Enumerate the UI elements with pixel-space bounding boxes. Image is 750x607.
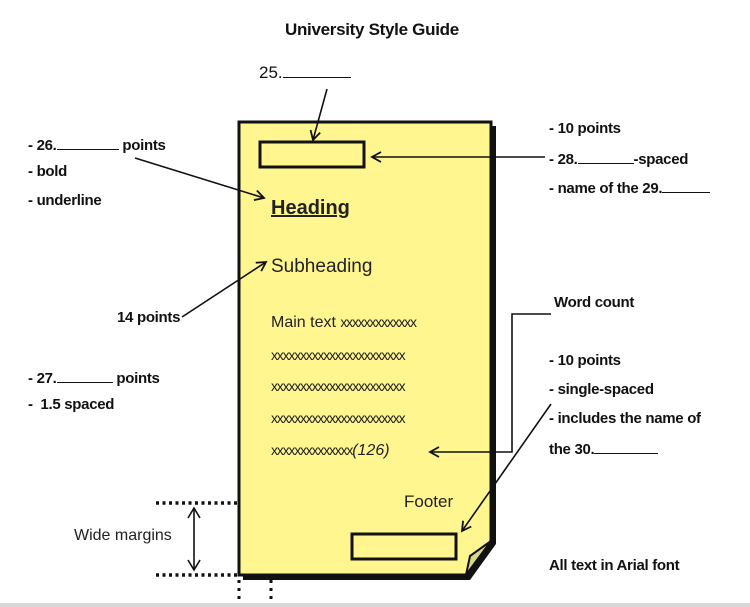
page-word-count: (126) [352,442,390,459]
answer-blank-29[interactable] [662,178,711,193]
body-note-size: - 27. points [28,368,160,387]
footer-note-size: - 10 points [549,352,621,369]
answer-blank-27[interactable] [56,368,113,383]
wordcount-note: Word count [554,294,635,311]
arrow-14pt-to-subheading [181,260,268,318]
label-25-number: 25. [259,63,283,82]
body-note-spacing: - 1.5 spaced [28,396,115,413]
subheading-note-size: 14 points [117,309,181,326]
page-footer-label: Footer [404,492,454,511]
header-note-name: - name of the 29. [549,178,711,197]
arrow-wordcount-connector [428,313,551,458]
header-box [258,140,366,169]
heading-note-bold: - bold [28,163,68,180]
arrow-25-to-header [309,88,328,142]
margin-arrow-head-bottom [187,559,201,572]
font-note: All text in Arial font [549,557,680,574]
arrow-30-to-footer [460,403,552,533]
page-fold-corner [465,540,492,576]
answer-blank-30[interactable] [594,439,659,454]
footer-note-spacing: - single-spaced [549,381,654,398]
answer-blank-25[interactable] [282,63,351,78]
diagram-title: University Style Guide [285,20,459,39]
heading-note-size: - 26. points [28,135,166,154]
label-25: 25. [259,63,351,83]
answer-blank-28[interactable] [577,149,634,164]
footer-note-includes: - includes the name of [549,410,701,427]
page-main-text-line-2: xxxxxxxxxxxxxxxxxxxxxxx [271,347,406,363]
footer-note-name: the 30. [549,439,659,458]
page-main-text-line-4: xxxxxxxxxxxxxxxxxxxxxxx [271,410,406,426]
heading-note-underline: - underline [28,192,102,209]
footer-box [350,532,458,561]
arrow-26-to-heading [134,157,266,201]
margin-note: Wide margins [74,527,172,544]
header-note-size: - 10 points [549,120,621,137]
page-main-text-line-1: Main text xxxxxxxxxxxxx [271,314,417,331]
page-subheading: Subheading [271,256,373,277]
margin-arrow-head-top [187,506,201,519]
page-heading: Heading [271,197,350,219]
answer-blank-26[interactable] [56,135,119,150]
page-main-text-line-5: xxxxxxxxxxxxxx(126) [271,442,390,459]
bottom-edge-bar [0,603,750,607]
header-note-spacing: - 28.-spaced [549,149,689,168]
page-main-text-line-3: xxxxxxxxxxxxxxxxxxxxxxx [271,378,406,394]
